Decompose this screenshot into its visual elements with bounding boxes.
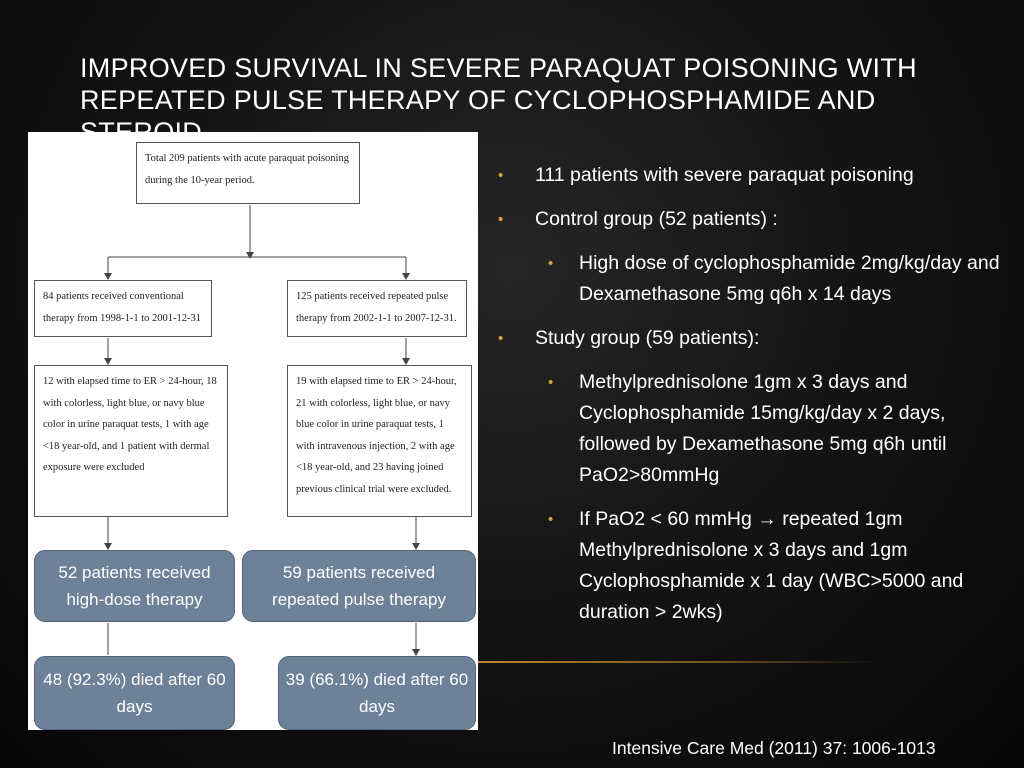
sub-bullet-item: •Methylprednisolone 1gm x 3 days and Cyc… [495,367,1015,491]
bullet-dot-icon: • [498,330,504,347]
bullet-dot-icon: • [548,374,554,391]
flow-box-total: Total 209 patients with acute paraquat p… [136,142,360,204]
study-flowchart: Total 209 patients with acute paraquat p… [28,132,478,730]
bullet-dot-icon: • [498,211,504,228]
flow-box-excluded-left: 12 with elapsed time to ER > 24-hour, 18… [34,365,228,517]
divider-line [478,661,878,663]
arrowhead-left [104,273,112,280]
bullet-list: •111 patients with severe paraquat poiso… [495,160,1015,641]
arrowhead-top [246,252,254,259]
flow-box-pulse: 125 patients received repeated pulse the… [287,280,467,337]
sub-bullet-item: •If PaO2 < 60 mmHg → repeated 1gm Methyl… [495,504,1015,628]
arrowhead-right [402,273,410,280]
arrowhead-right-treated [412,543,420,550]
flow-box-conventional: 84 patients received conventional therap… [34,280,212,337]
flow-box-excluded-right: 19 with elapsed time to ER > 24-hour, 21… [287,365,472,517]
callout-study-outcome: 39 (66.1%) died after 60 days [278,656,476,730]
callout-control-outcome: 48 (92.3%) died after 60 days [34,656,235,730]
bullet-dot-icon: • [548,255,554,272]
bullet-item: •Study group (59 patients): [495,323,1015,354]
bullet-item: •Control group (52 patients) : [495,204,1015,235]
bullet-item: •111 patients with severe paraquat poiso… [495,160,1015,191]
citation: Intensive Care Med (2011) 37: 1006-1013 [612,738,936,758]
slide-title: Improved survival in severe paraquat poi… [80,53,917,147]
flowchart-connectors [104,205,420,656]
callout-study-treated: 59 patients received repeated pulse ther… [242,550,476,622]
arrowhead-left-treated [104,543,112,550]
sub-bullet-item: •High dose of cyclophosphamide 2mg/kg/da… [495,248,1015,310]
callout-control-treated: 52 patients received high-dose therapy [34,550,235,622]
bullet-dot-icon: • [498,167,504,184]
arrowhead-right-excl [402,358,410,365]
bullet-dot-icon: • [548,511,554,528]
arrowhead-right-outcome [412,649,420,656]
arrowhead-left-excl [104,358,112,365]
